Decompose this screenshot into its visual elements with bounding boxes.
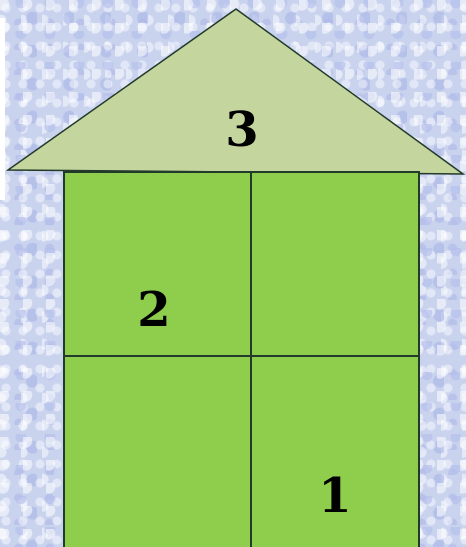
wall-cell-bottom-left [64,356,251,547]
wall-number-top-left: 2 [137,282,170,338]
wall-number-bottom-right: 1 [318,468,351,524]
roof-number: 3 [225,102,258,158]
wall-cell-top-right [251,172,419,356]
